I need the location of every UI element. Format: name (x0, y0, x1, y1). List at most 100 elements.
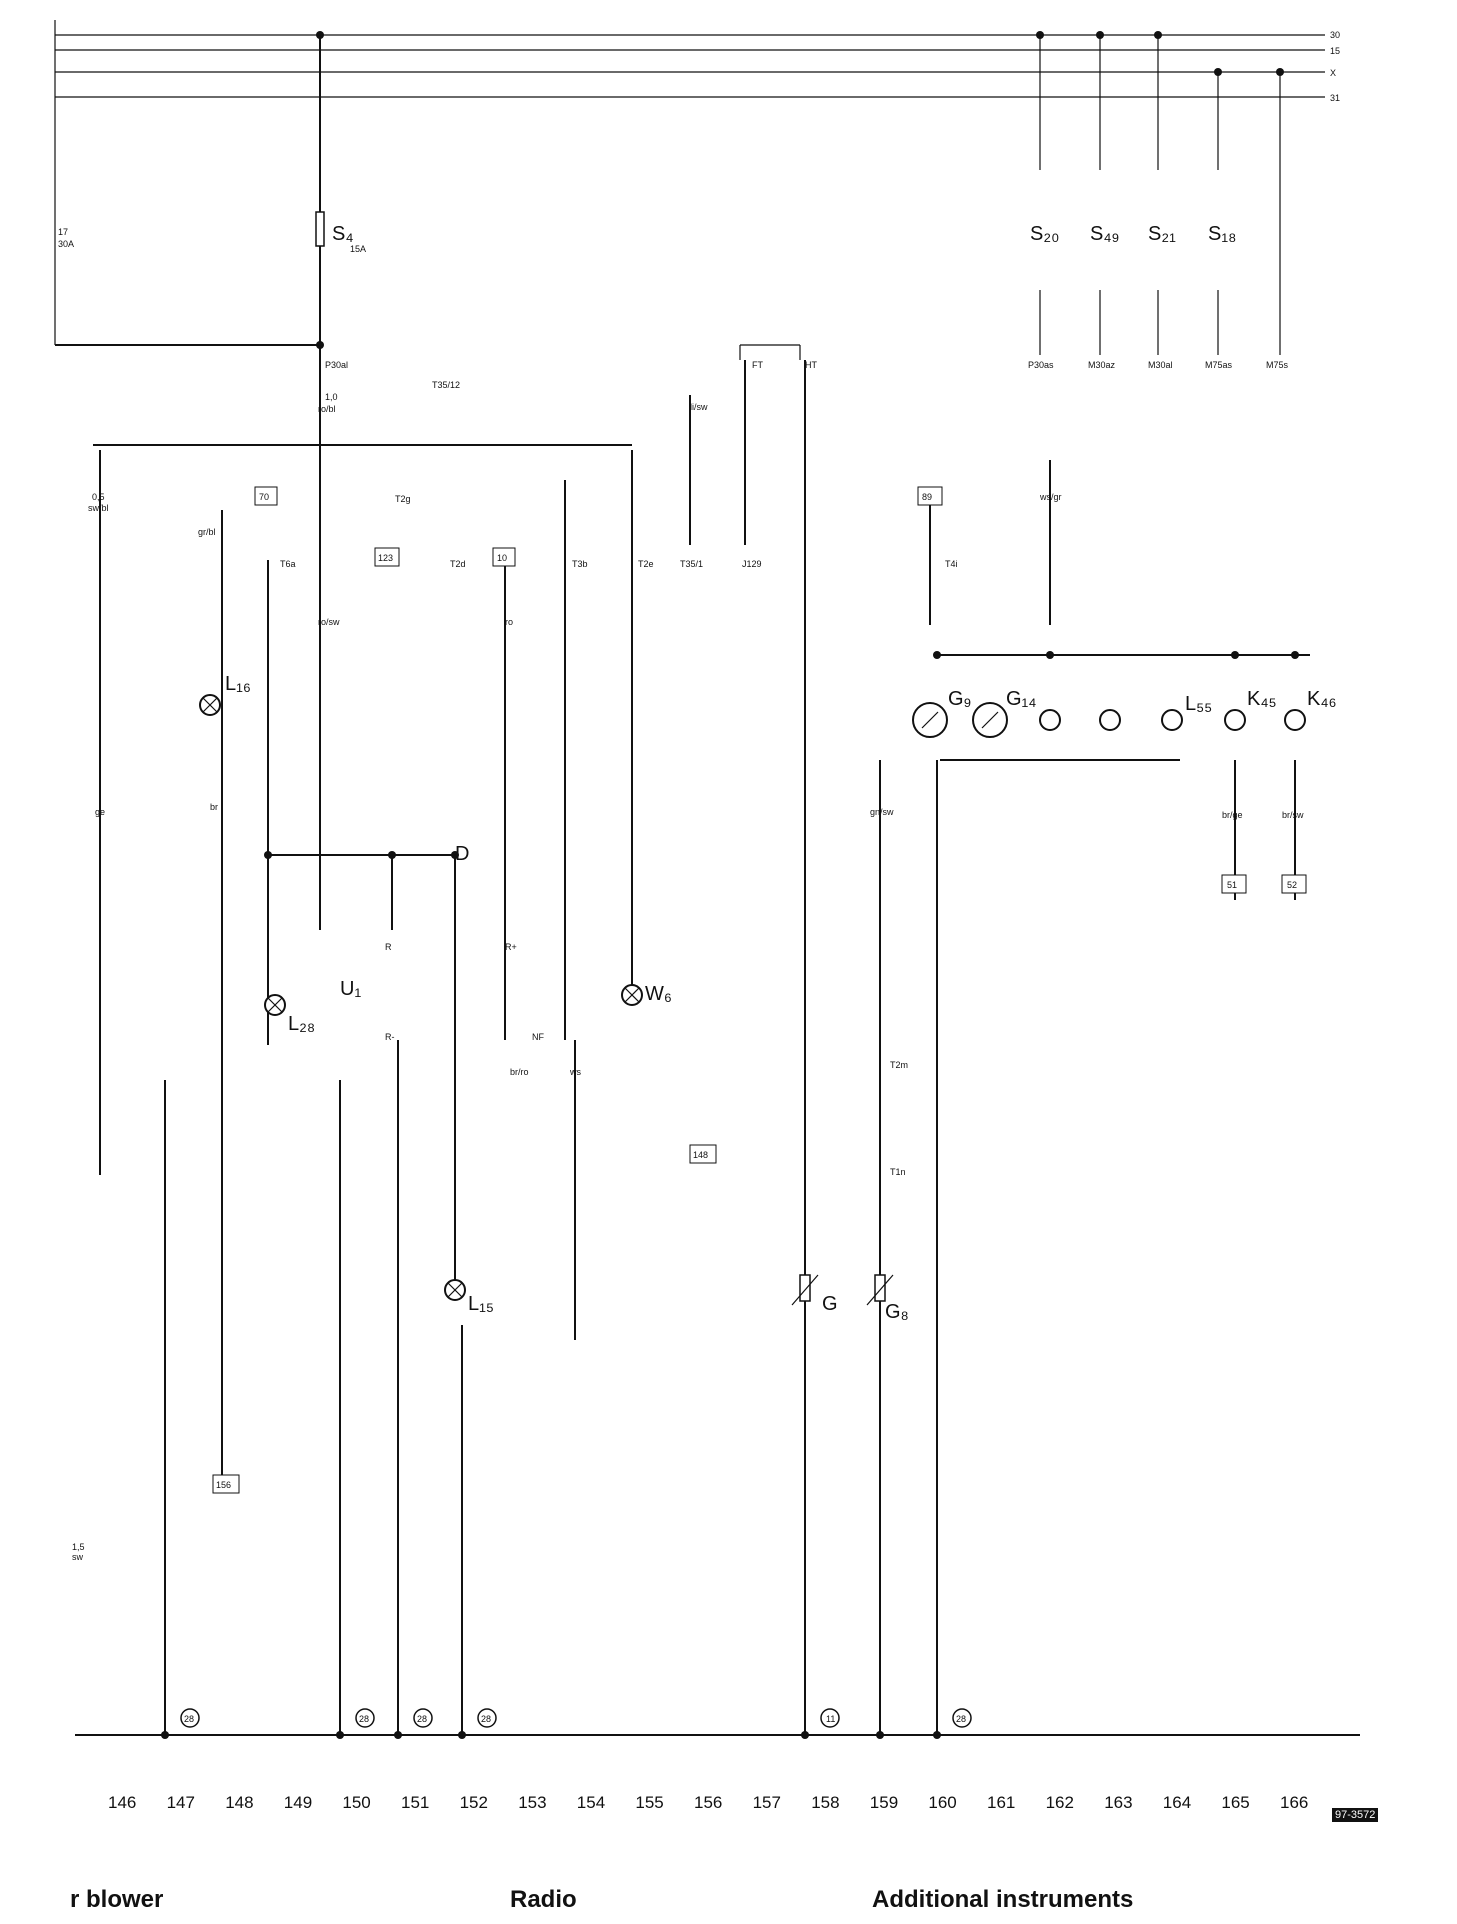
sender-g8-label: G₈ (885, 1301, 909, 1323)
lamp-k46-label: K₄₆ (1307, 688, 1337, 710)
column-number: 153 (518, 1793, 546, 1812)
column-number: 148 (225, 1793, 253, 1812)
bus-label-p30as: P30as (1028, 360, 1054, 370)
connector-t35-12: T35/12 (432, 380, 460, 390)
socket-u1-label: U₁ (340, 978, 361, 1000)
svg-text:28: 28 (359, 1714, 369, 1724)
connector-t2g: T2g (395, 494, 411, 504)
wire-color-ro: ro (505, 617, 513, 627)
svg-text:28: 28 (417, 1714, 427, 1724)
rail-label-31: 31 (1330, 93, 1340, 103)
wire-color-li-sw: li/sw (690, 402, 708, 412)
bus-label-ht: HT (805, 360, 817, 370)
ref-box-89: 89 (922, 492, 932, 502)
lamp-l28-label: L₂₈ (288, 1013, 315, 1035)
power-rails: 30 15 X 31 (54, 20, 1340, 345)
lamp-k45: K₄₅ (1224, 688, 1277, 731)
terminal-r-plus: R+ (505, 942, 517, 952)
wire-color-br-ge: br/ge (1222, 810, 1243, 820)
fuse-bank-right: S₂₀ S₄₉ S₂₁ S₁₈ (1030, 35, 1281, 355)
column-number: 147 (167, 1793, 195, 1812)
svg-text:11: 11 (826, 1714, 835, 1724)
ref-box-156: 156 (216, 1480, 231, 1490)
sender-g: G (791, 1274, 838, 1315)
fuse-s18-label: S₁₈ (1208, 223, 1236, 245)
svg-text:28: 28 (956, 1714, 966, 1724)
junction-nodes (264, 341, 1299, 859)
wire-size-label: 0,5 (92, 492, 105, 502)
terminal-r-minus: R- (385, 1032, 395, 1042)
left-fuse-17: 17 (58, 227, 68, 237)
column-number: 166 (1280, 1793, 1308, 1812)
fuse-s49-label: S₄₉ (1090, 223, 1119, 245)
fuse-s4: S₄ 15A (315, 35, 366, 345)
wire-color-sw: sw (72, 1552, 84, 1562)
column-number: 152 (460, 1793, 488, 1812)
connector-t35-1: T35/1 (680, 559, 703, 569)
column-number: 165 (1221, 1793, 1249, 1812)
lamp-w6: W₆ (621, 983, 672, 1006)
wire-color-br-sw: br/sw (1282, 810, 1304, 820)
wire-color-ro-bl: ro/bl (318, 404, 336, 414)
svg-text:28: 28 (481, 1714, 491, 1724)
ref-box-10: 10 (497, 553, 507, 563)
wire-color-gr-bl: gr/bl (198, 527, 216, 537)
wire-color-ge: ge (95, 807, 105, 817)
terminal-labels: R R+ R- NF (385, 942, 544, 1042)
connector-t4i: T4i (945, 559, 958, 569)
bus-label-m30al: M30al (1148, 360, 1173, 370)
lamp-l28: L₂₈ (264, 994, 315, 1035)
column-number: 146 (108, 1793, 136, 1812)
gauge-g9-label: G₉ (948, 688, 972, 710)
sender-g8: G₈ (866, 1274, 909, 1323)
wire-color-gn-sw: gn/sw (870, 807, 894, 817)
sender-g-label: G (822, 1293, 838, 1315)
connector-t6a: T6a (280, 559, 296, 569)
column-number: 149 (284, 1793, 312, 1812)
bus-label-m75s: M75s (1266, 360, 1289, 370)
bus-label-ft: FT (752, 360, 763, 370)
reference-code: 97-3572 (1332, 1808, 1379, 1822)
wire-color-ws-gr: ws/gr (1039, 492, 1062, 502)
wire-color-br-ro: br/ro (510, 1067, 529, 1077)
lamp-l16: L₁₆ (199, 673, 251, 716)
lamp-k46: K₄₆ (1284, 688, 1337, 731)
connector-j129: J129 (742, 559, 762, 569)
section-title-blower: r blower (70, 1886, 164, 1913)
lamp-k45-label: K₄₅ (1247, 688, 1277, 710)
ref-box-123: 123 (378, 553, 393, 563)
connector-t2m: T2m (890, 1060, 908, 1070)
connector-t1n: T1n (890, 1167, 906, 1177)
fuse-s20-label: S₂₀ (1030, 223, 1059, 245)
rail-label-x: X (1330, 68, 1336, 78)
bus-label-m30az: M30az (1088, 360, 1116, 370)
boxed-refs: 70 123 10 89 148 156 51 52 (212, 486, 1307, 1494)
column-number: 155 (635, 1793, 663, 1812)
column-number: 156 (694, 1793, 722, 1812)
ref-box-70: 70 (259, 492, 269, 502)
bus-label-m75as: M75as (1205, 360, 1233, 370)
gauge-g9: G₉ (912, 688, 972, 738)
wire-color-ro-sw: ro/sw (318, 617, 340, 627)
left-fuse-30a: 30A (58, 239, 74, 249)
terminal-r: R (385, 942, 392, 952)
column-number: 157 (753, 1793, 781, 1812)
fuse-s21-label: S₂₁ (1148, 223, 1176, 245)
wire-color-br: br (210, 802, 218, 812)
lamp-l55-label: L₅₅ (1185, 693, 1212, 715)
lamp-l16-label: L₁₆ (225, 673, 251, 695)
ground-refs: 28 28 28 28 11 28 (180, 1708, 972, 1728)
vertical-wires (93, 345, 1310, 1735)
wire-spec-labels: 0,5 sw/bl gr/bl 1,0 ro/bl ro/sw ro br br… (72, 392, 1304, 1562)
svg-text:28: 28 (184, 1714, 194, 1724)
column-number: 159 (870, 1793, 898, 1812)
lamp-w6-label: W₆ (645, 983, 672, 1005)
column-number: 161 (987, 1793, 1015, 1812)
connector-t2d: T2d (450, 559, 466, 569)
bus-labels: P30al FT HT P30as M30az M30al M75as M75s (325, 360, 1289, 370)
lamp-l15: L₁₅ (444, 1279, 494, 1315)
wire-color-ws: ws (569, 1067, 581, 1077)
fuse-s4-label: S₄ (332, 223, 354, 245)
